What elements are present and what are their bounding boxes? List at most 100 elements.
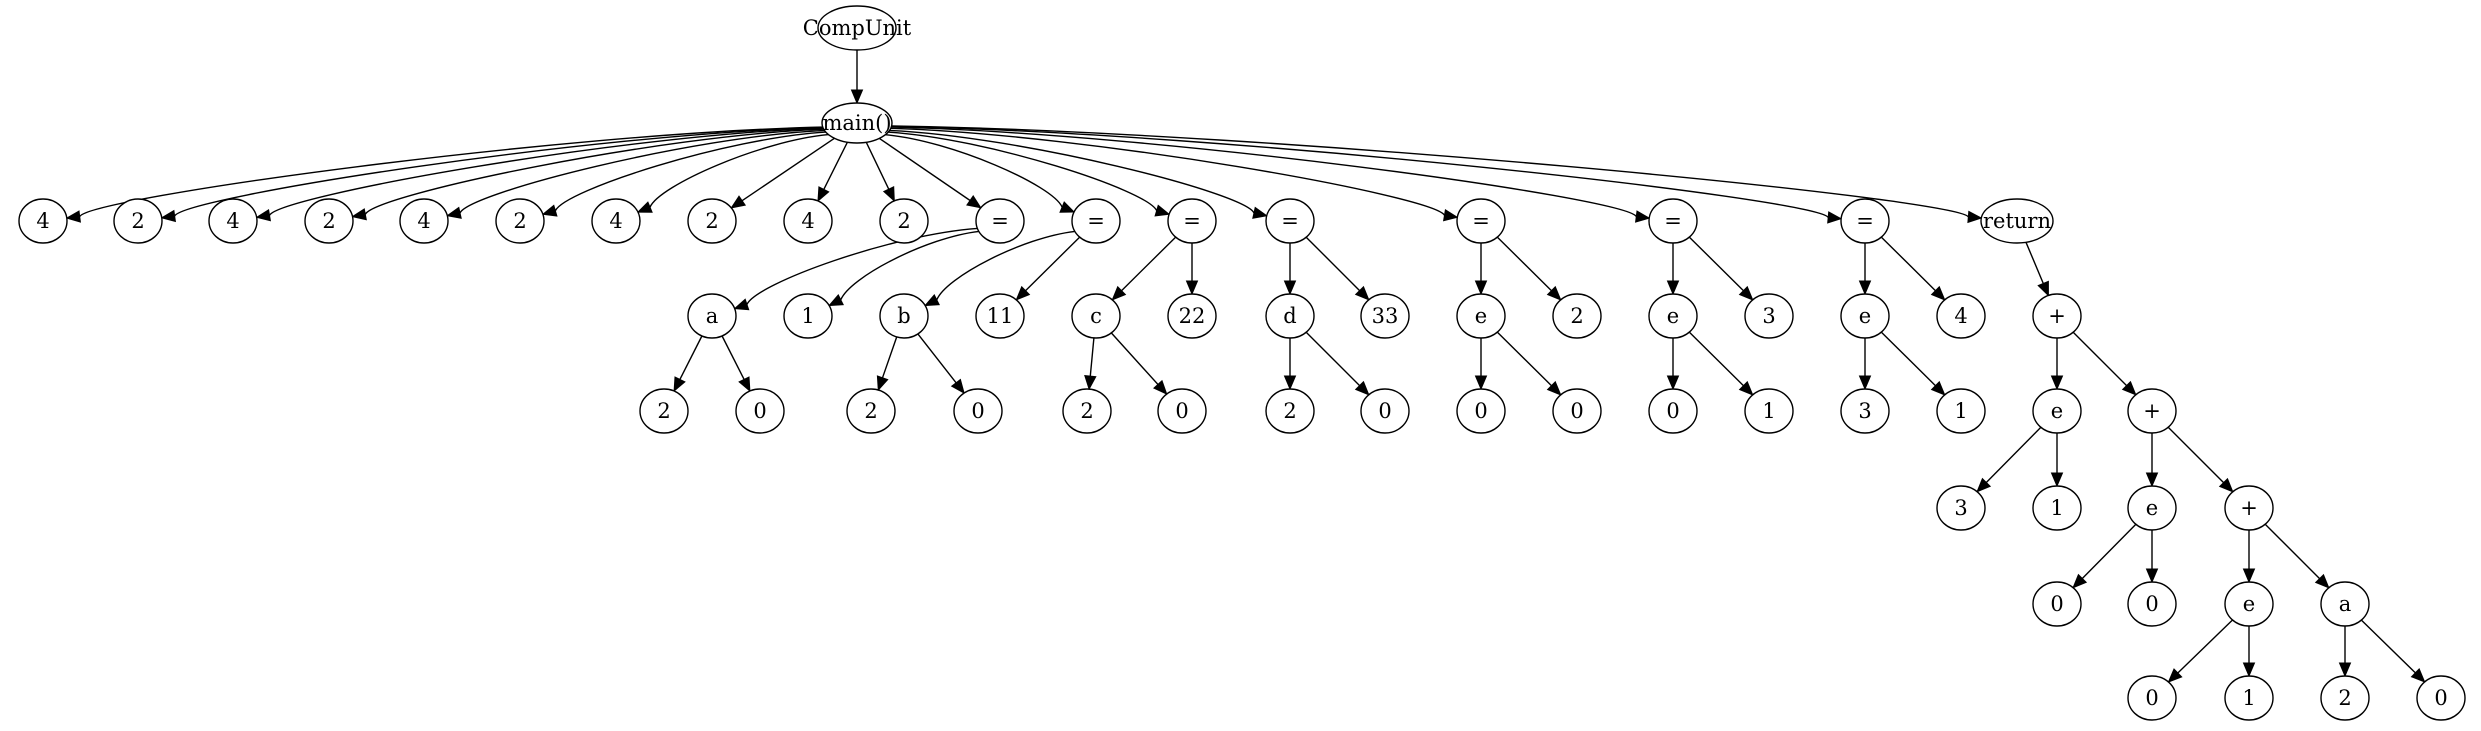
node-label: 0 [1570,399,1583,423]
node-ellipse [687,198,737,244]
node-label: 2 [1570,304,1583,328]
edge-line [891,126,1637,218]
edge-e-to-0 [2167,619,2233,683]
arrowhead-icon [966,194,982,209]
node-label: e [2243,592,2255,616]
node-label: d [1283,304,1296,328]
node-ellipse [1648,293,1698,339]
node-label: 11 [987,304,1014,328]
node-ellipse [1265,198,1315,244]
arrowhead-icon [673,376,686,393]
arrowhead-icon [255,208,272,222]
arrowhead-icon [738,376,751,393]
node-label: = [1281,209,1299,233]
edge--to-d [1283,243,1297,296]
node-label: 1 [2242,686,2255,710]
tree-node: = [1456,198,1506,244]
arrowhead-icon [1976,477,1992,493]
edge-line [889,129,1255,214]
edge-line [890,127,1446,216]
edge-line [917,333,957,384]
node-ellipse [2127,581,2177,627]
edge-line [364,128,824,215]
node-ellipse [1840,388,1890,434]
edge-line [2360,619,2416,674]
node-label: 0 [2145,686,2158,710]
tree-node: 4 [1936,293,1986,339]
edge-e-to-1 [1688,331,1754,396]
node-ellipse [1167,293,1217,339]
tree-node: 1 [2032,485,2082,531]
node-label: + [2048,304,2066,328]
node-label: CompUnit [803,16,912,40]
node-label: 2 [513,209,526,233]
node-ellipse [1071,198,1121,244]
node-label: 0 [2145,592,2158,616]
edge-e-to-0 [2072,523,2137,589]
arrowhead-icon [1858,375,1872,391]
node-label: 4 [1954,304,1967,328]
edge-main-to-return [891,125,1983,224]
edge-main-to-2 [351,128,824,221]
edge-line [1305,236,1361,292]
edge-line [1025,236,1081,292]
tree-node: 2 [846,388,896,434]
node-label: 3 [1858,399,1871,423]
edge-main-to-4 [446,129,825,219]
node-label: = [991,209,1009,233]
tree-node: 0 [953,388,1003,434]
edge-line [1089,337,1095,377]
node-ellipse [1840,198,1890,244]
node-label: 3 [1762,304,1775,328]
node-label: 0 [1666,399,1679,423]
tree-node: c [1071,293,1121,339]
tree-node: + [2224,485,2274,531]
edge-main-to-4 [636,133,829,213]
arrowhead-icon [2167,668,2183,683]
edge-e-to-0 [1474,338,1488,391]
arrowhead-icon [1666,375,1680,391]
tree-node: 0 [1157,388,1207,434]
node-label: 33 [1372,304,1399,328]
tree-node: 2 [1062,388,1112,434]
tree-node: CompUnit [803,5,912,51]
edge-a-to-2 [2338,626,2352,678]
tree-node: return [1980,198,2054,244]
arrowhead-icon [1474,375,1488,391]
edge-e-to-1 [2242,626,2256,678]
edge-line [891,125,1829,218]
tree-node: 1 [1744,388,1794,434]
node-ellipse [113,198,163,244]
tree-node: 0 [1456,388,1506,434]
edge-line [2081,523,2137,579]
edge--to-3 [1688,236,1754,301]
node-ellipse [1167,198,1217,244]
tree-node: 2 [2320,675,2370,721]
node-ellipse [1456,388,1506,434]
node-label: + [2143,399,2161,423]
arrowhead-icon [1967,210,1983,224]
node-ellipse [639,388,689,434]
node-ellipse [2032,581,2082,627]
edge-line [1985,426,2042,483]
edge--to-e [1858,243,1872,296]
edge-e-to-0 [1666,338,1680,391]
node-ellipse [687,293,737,339]
tree-node: 2 [495,198,545,244]
tree-node: 0 [1648,388,1698,434]
tree-node: = [1071,198,1121,244]
node-ellipse [879,198,929,244]
arrowhead-icon [817,186,830,203]
tree-node: = [1648,198,1698,244]
node-ellipse [1648,388,1698,434]
edge-line [679,335,703,380]
tree-node: 2 [639,388,689,434]
arrowhead-icon [1474,280,1488,296]
arrowhead-icon [1084,375,1097,391]
node-ellipse [1456,198,1506,244]
edge--to-b [923,230,1075,307]
edge-line [173,126,824,217]
edge-line [840,230,979,301]
